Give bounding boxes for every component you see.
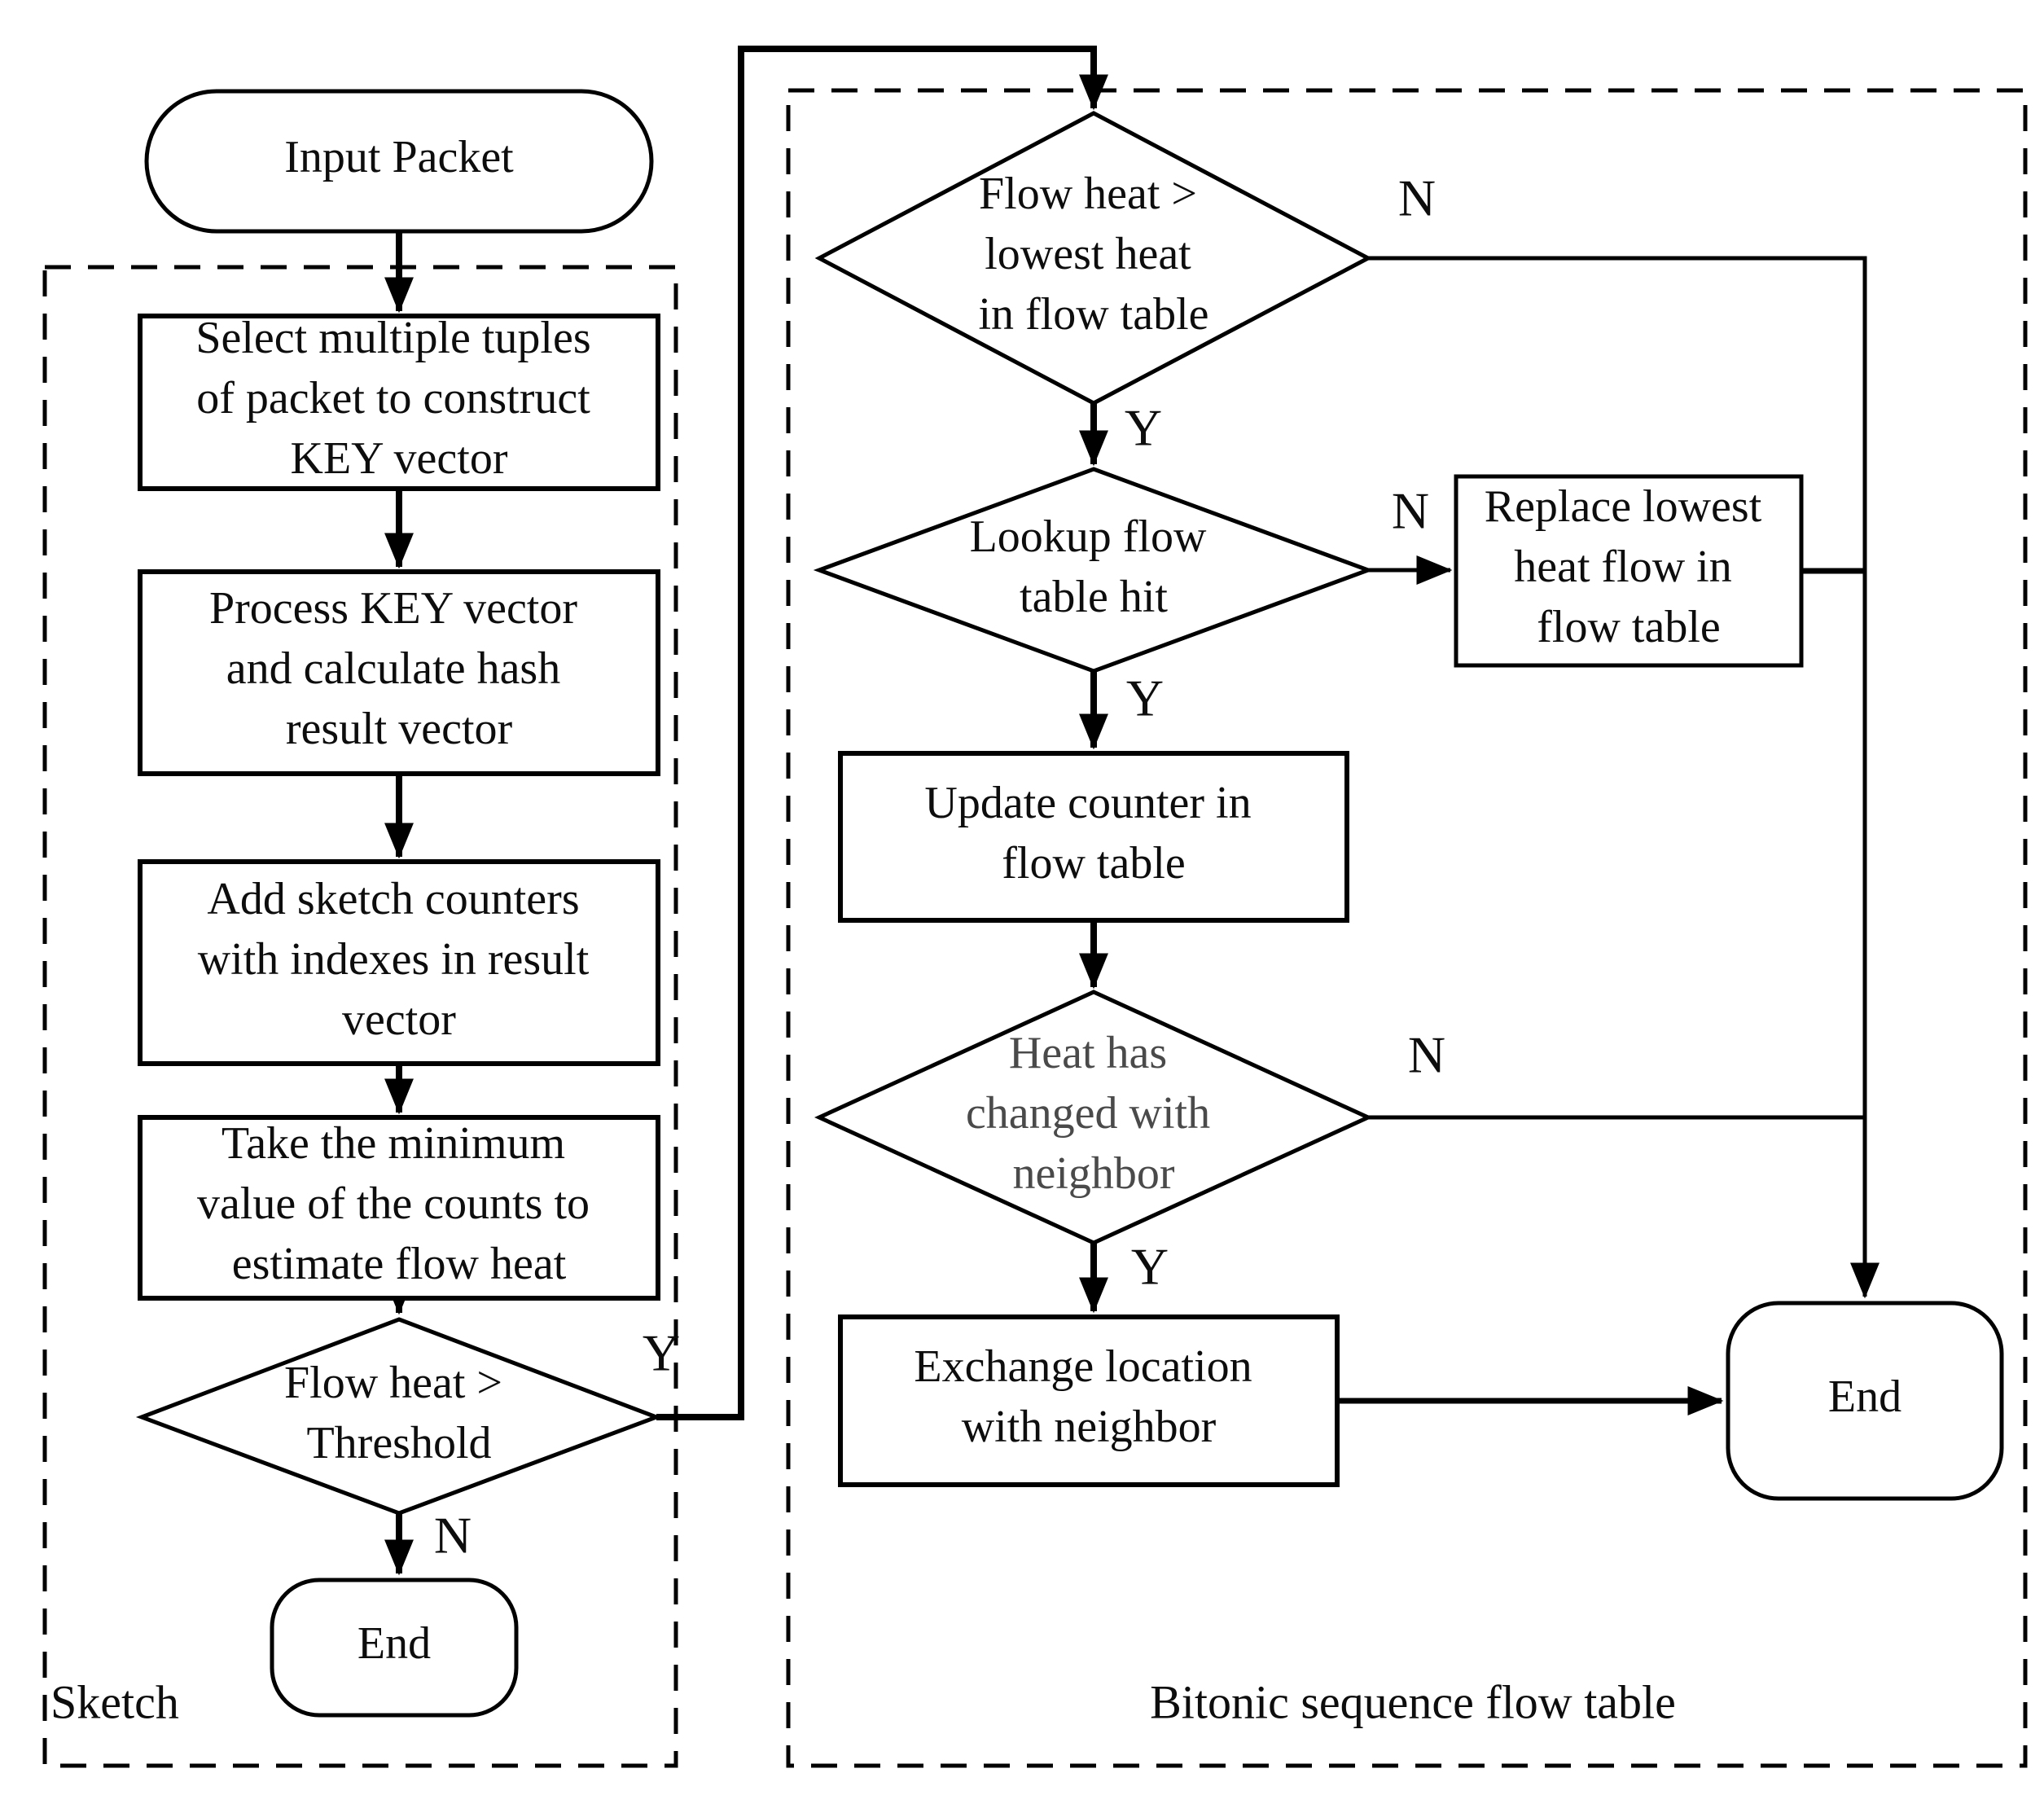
label-line: table hit (1020, 572, 1168, 622)
heat-lowest-shape (814, 111, 1373, 406)
edge-label-changed-yes: Y (1131, 1238, 1169, 1296)
label-line: Input Packet (284, 132, 514, 182)
node-lookup-hit: Lookup flow table hit (813, 467, 1375, 674)
heat-threshold-label: Flow heat > Threshold (284, 1347, 514, 1468)
bitonic-section-label: Bitonic sequence flow table (1150, 1675, 1676, 1728)
add-counters-label: Add sketch counters with indexes in resu… (198, 863, 601, 1045)
input-packet-label: Input Packet (284, 132, 514, 182)
add-counters-shape (138, 859, 660, 1066)
label-line: End (357, 1618, 431, 1669)
node-replace-lowest: Replace lowest heat flow in flow table (1454, 471, 1804, 668)
label-line: value of the counts to (197, 1178, 590, 1229)
heat-changed-label: Heat has changed with neighbor (966, 1017, 1222, 1199)
label-line: in flow table (978, 289, 1208, 340)
heat-threshold-shape (135, 1317, 663, 1516)
label-line: Flow heat > (284, 1358, 502, 1408)
sketch-dashed-border (42, 265, 678, 1768)
label-line: and calculate hash (226, 643, 560, 694)
select-tuples-shape (138, 314, 660, 491)
label-line: KEY vector (291, 433, 508, 484)
take-minimum-label: Take the minimum value of the counts to … (197, 1108, 601, 1289)
node-exchange-location: Exchange location with neighbor (838, 1314, 1340, 1487)
label-line: with indexes in result (198, 934, 590, 985)
node-end-sketch: End (270, 1578, 519, 1718)
input-packet-shape (144, 89, 654, 234)
edge-threshold-yes-route (656, 46, 1108, 1420)
node-add-counters: Add sketch counters with indexes in resu… (138, 859, 660, 1066)
label-line: Lookup flow (970, 511, 1207, 562)
update-counter-shape (838, 751, 1349, 923)
edge-label-lookup-no: N (1392, 482, 1429, 540)
take-minimum-shape (138, 1115, 660, 1301)
end-sketch-shape (270, 1578, 519, 1718)
node-select-tuples: Select multiple tuples of packet to cons… (138, 302, 660, 491)
node-process-key: Process KEY vector and calculate hash re… (138, 569, 660, 776)
section-bitonic: Bitonic sequence flow table (786, 88, 2028, 1768)
label-line: result vector (286, 704, 513, 754)
edge-label-threshold-yes: Y (643, 1324, 680, 1382)
update-counter-label: Update counter in flow table (924, 767, 1262, 889)
label-line: changed with (966, 1088, 1210, 1139)
edge-label-lookup-yes: Y (1126, 669, 1164, 727)
heat-changed-shape (814, 990, 1374, 1245)
label-line: of packet to construct (196, 373, 590, 424)
replace-lowest-label: Replace lowest heat flow in flow table (1485, 471, 1774, 652)
label-line: heat flow in (1514, 542, 1731, 592)
process-key-shape (138, 569, 660, 776)
exchange-location-label: Exchange location with neighbor (914, 1331, 1263, 1452)
node-heat-threshold: Flow heat > Threshold (135, 1317, 663, 1516)
label-line: lowest heat (985, 229, 1191, 279)
end-flow-label: End (1828, 1371, 1901, 1422)
label-line: Add sketch counters (207, 874, 579, 924)
process-key-label: Process KEY vector and calculate hash re… (209, 573, 589, 754)
label-line: Exchange location (914, 1341, 1252, 1392)
end-flow-shape (1726, 1301, 2004, 1501)
sketch-section-label: Sketch (50, 1675, 179, 1728)
label-line: Replace lowest (1485, 481, 1762, 532)
label-line: neighbor (1012, 1148, 1174, 1199)
label-line: Flow heat > (979, 169, 1197, 219)
edge-label-lowest-yes: Y (1125, 399, 1162, 457)
label-line: with neighbor (962, 1402, 1217, 1452)
label-line: Heat has (1009, 1028, 1167, 1078)
exchange-location-shape (838, 1314, 1340, 1487)
label-line: Threshold (306, 1418, 491, 1468)
node-heat-changed: Heat has changed with neighbor (814, 990, 1374, 1245)
label-line: Take the minimum (222, 1118, 565, 1169)
select-tuples-label: Select multiple tuples of packet to cons… (195, 302, 602, 484)
label-line: Process KEY vector (209, 583, 577, 634)
node-input-packet: Input Packet (144, 89, 654, 234)
node-heat-lowest: Flow heat > lowest heat in flow table (814, 111, 1373, 406)
lookup-hit-label: Lookup flow table hit (970, 501, 1218, 622)
label-line: flow table (1002, 838, 1185, 889)
node-update-counter: Update counter in flow table (838, 751, 1349, 923)
edge-label-changed-no: N (1408, 1026, 1445, 1084)
edge-label-lowest-no: N (1398, 169, 1436, 227)
lookup-hit-shape (813, 467, 1375, 674)
label-line: End (1828, 1371, 1901, 1422)
section-sketch: Sketch (42, 265, 678, 1768)
heat-lowest-label: Flow heat > lowest heat in flow table (978, 158, 1208, 340)
edge-label-threshold-no: N (434, 1507, 472, 1565)
replace-lowest-shape (1454, 474, 1804, 668)
label-line: flow table (1537, 602, 1720, 652)
bitonic-dashed-border (786, 88, 2028, 1768)
edge-lowest-no-trunk-to-end (1368, 256, 1880, 1299)
label-line: estimate flow heat (232, 1239, 567, 1289)
label-line: Select multiple tuples (195, 313, 590, 363)
label-line: Update counter in (924, 778, 1251, 828)
node-end-flow: End (1726, 1301, 2004, 1501)
label-line: vector (342, 994, 456, 1045)
node-take-minimum: Take the minimum value of the counts to … (138, 1108, 660, 1301)
end-sketch-label: End (357, 1618, 431, 1669)
